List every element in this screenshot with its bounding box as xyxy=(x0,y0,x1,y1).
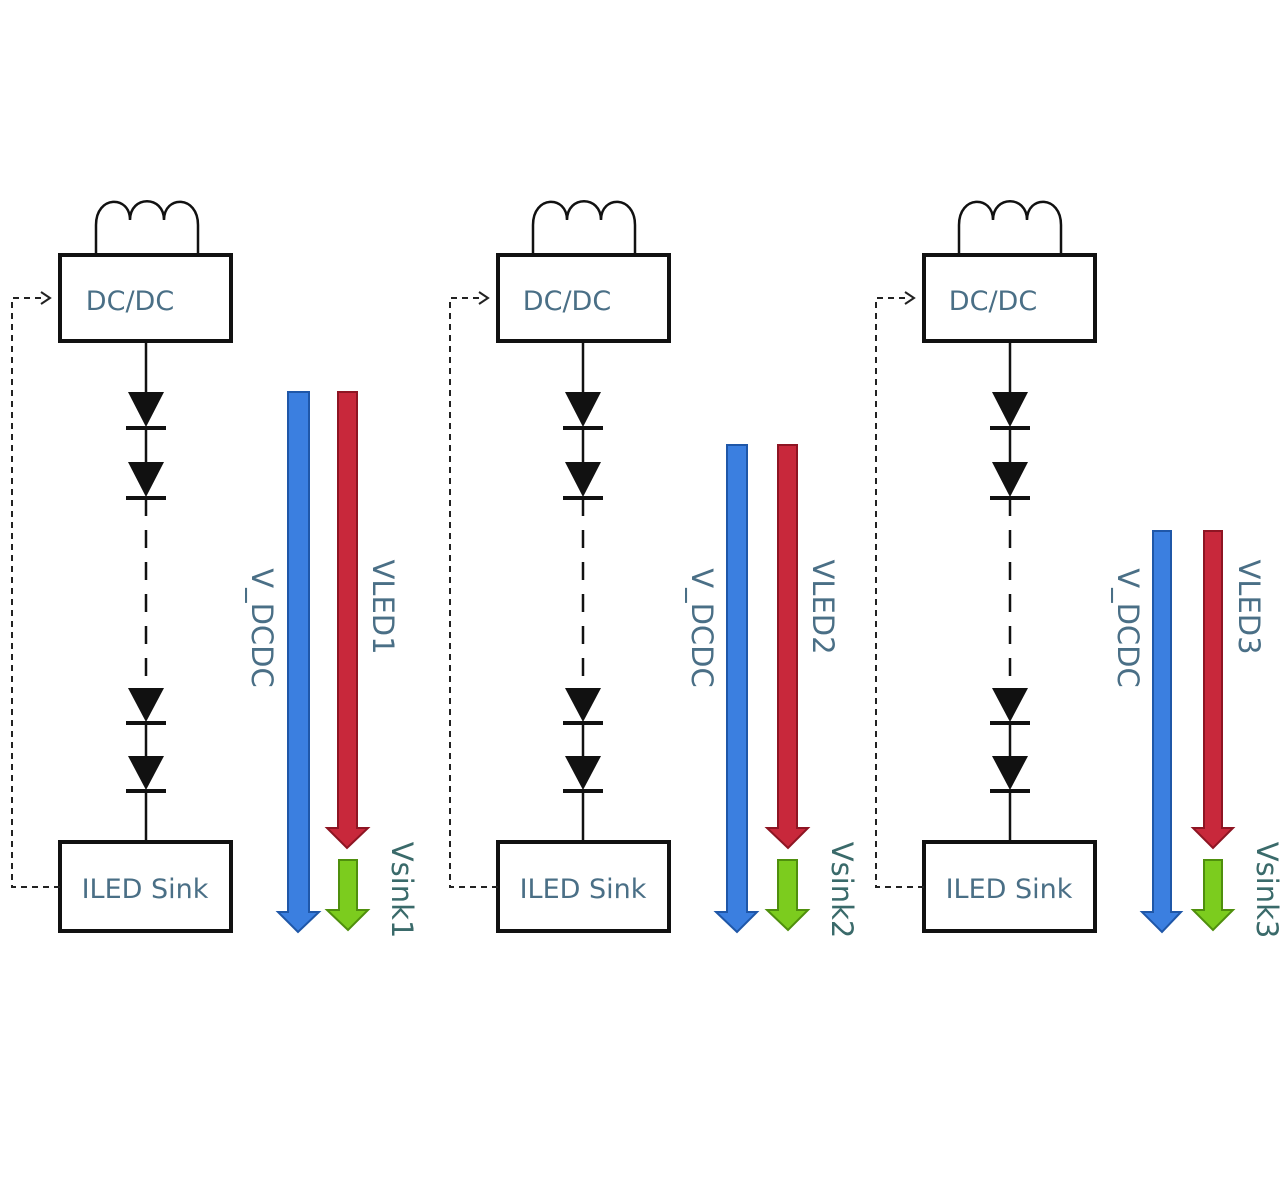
vled-arrow xyxy=(324,391,371,850)
diode-icon xyxy=(126,392,166,430)
inductor-icon xyxy=(94,200,200,255)
v-dcdc-arrow xyxy=(713,444,760,934)
iled-sink-label: ILED Sink xyxy=(82,874,209,905)
dcdc-converter-label: DC/DC xyxy=(949,286,1037,317)
v-dcdc-label: V_DCDC xyxy=(685,568,719,688)
vled-label: VLED1 xyxy=(366,559,400,654)
channel-3: DC/DC ILED Sink V_DCDC VLED3 Vsink3 xyxy=(875,200,1280,939)
diode-icon xyxy=(563,688,603,725)
iled-sink-box xyxy=(58,840,233,933)
v-dcdc-label: V_DCDC xyxy=(245,568,279,688)
v-dcdc-label: V_DCDC xyxy=(1111,568,1145,688)
inductor-icon xyxy=(957,200,1063,255)
vsink-arrow xyxy=(1190,859,1236,932)
iled-sink-box xyxy=(922,840,1097,933)
feedback-line xyxy=(875,297,924,888)
dcdc-converter-box xyxy=(58,253,233,343)
iled-sink-label: ILED Sink xyxy=(946,874,1073,905)
diode-icon xyxy=(990,688,1030,725)
diode-icon xyxy=(990,462,1030,500)
vsink-arrow xyxy=(764,859,811,932)
diode-icon xyxy=(126,462,166,500)
channel-2: DC/DC ILED Sink V_DCDC VLED2 Vsink2 xyxy=(449,200,859,939)
vsink-label: Vsink2 xyxy=(825,842,859,939)
dcdc-converter-label: DC/DC xyxy=(86,286,174,317)
v-dcdc-arrow xyxy=(1139,530,1184,934)
dcdc-converter-label: DC/DC xyxy=(523,286,611,317)
vled-label: VLED3 xyxy=(1232,559,1266,654)
channel-1: DC/DC ILED Sink V_DCDC VLED1 Vsink1 xyxy=(11,200,419,939)
vled-label: VLED2 xyxy=(806,559,840,654)
iled-sink-box xyxy=(496,840,671,933)
vled-arrow xyxy=(764,444,811,850)
iled-sink-label: ILED Sink xyxy=(520,874,647,905)
diode-icon xyxy=(126,756,166,793)
diode-icon xyxy=(563,392,603,430)
feedback-arrowhead xyxy=(40,291,52,305)
vsink-arrow xyxy=(324,859,371,932)
vled-arrow xyxy=(1190,530,1236,850)
diode-icon xyxy=(563,462,603,500)
dcdc-converter-box xyxy=(922,253,1097,343)
feedback-line xyxy=(11,297,60,888)
v-dcdc-arrow xyxy=(275,391,322,934)
diode-icon xyxy=(990,756,1030,793)
diode-icon xyxy=(563,756,603,793)
feedback-line xyxy=(449,297,498,888)
diode-icon xyxy=(990,392,1030,430)
vsink-label: Vsink1 xyxy=(385,842,419,939)
feedback-arrowhead xyxy=(478,291,490,305)
feedback-arrowhead xyxy=(904,291,916,305)
vsink-label: Vsink3 xyxy=(1250,842,1280,939)
dcdc-converter-box xyxy=(496,253,671,343)
inductor-icon xyxy=(531,200,637,255)
diode-icon xyxy=(126,688,166,725)
